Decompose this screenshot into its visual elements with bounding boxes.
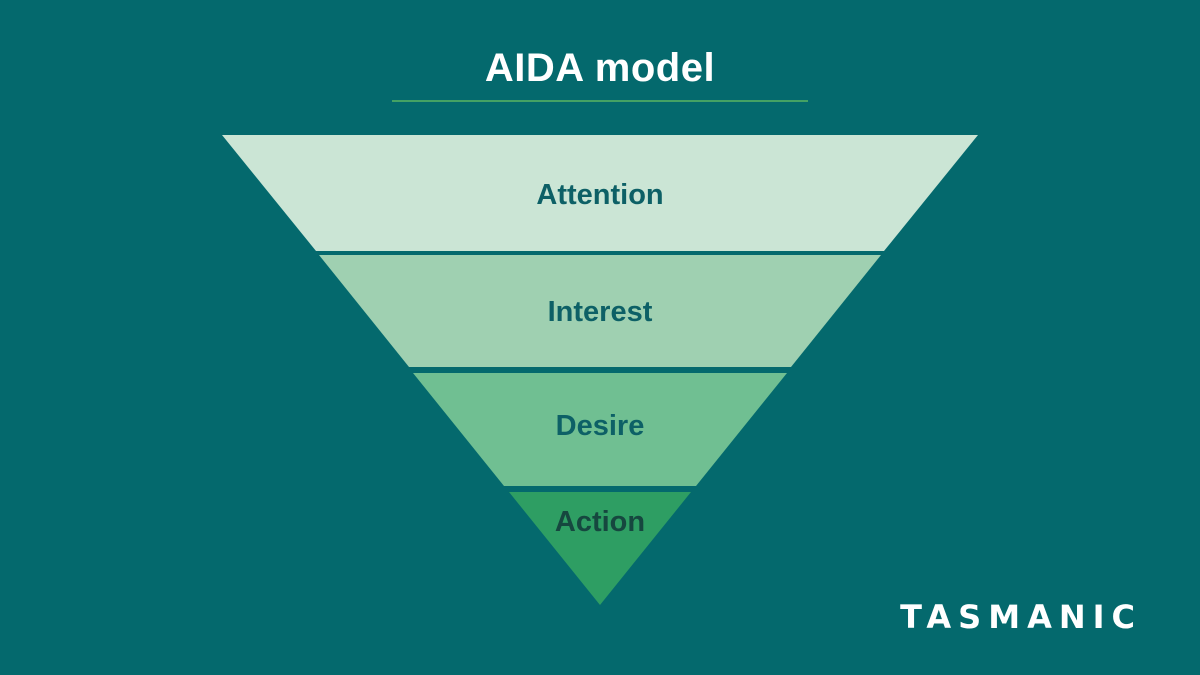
funnel-stage-interest-shape <box>319 255 881 367</box>
funnel-stage-desire-shape <box>413 373 787 486</box>
funnel-stage-label-attention: Attention <box>536 179 664 211</box>
funnel-stage-label-interest: Interest <box>547 296 653 328</box>
title-underline <box>392 100 808 102</box>
brand-logo-tasmanic: TASMANIC <box>900 598 1142 636</box>
page-title: AIDA model <box>484 46 716 90</box>
funnel-stage-label-action: Action <box>554 506 646 538</box>
funnel-stage-label-desire: Desire <box>555 410 645 442</box>
funnel-stage-attention-shape <box>222 135 978 251</box>
funnel-stage-action-shape <box>509 492 691 605</box>
